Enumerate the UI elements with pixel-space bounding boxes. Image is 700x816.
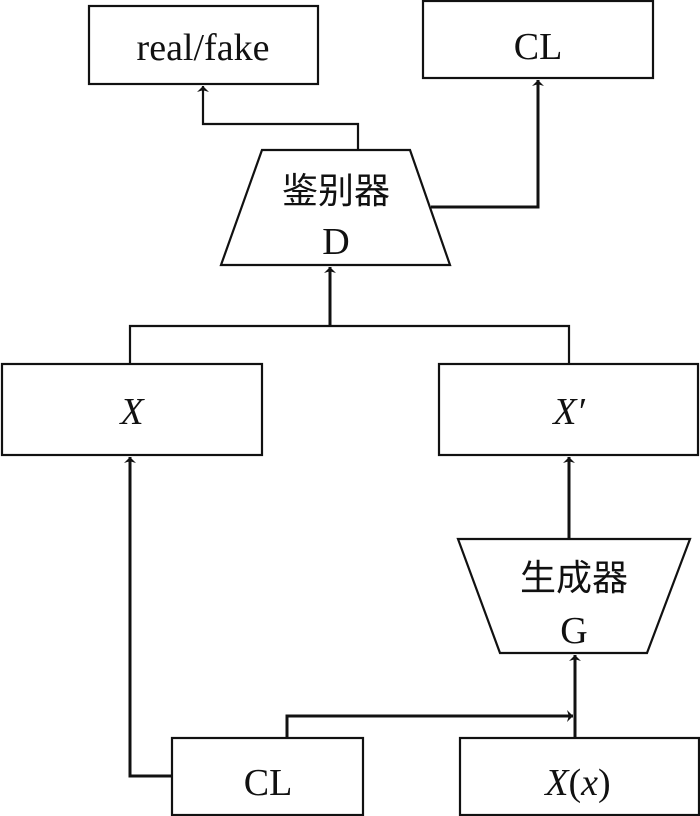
x-fake-label: X′ <box>551 391 585 433</box>
cl-condition-label: CL <box>244 762 293 804</box>
x-input-paren-close: ) <box>598 762 611 804</box>
edge-cl-to-generator <box>285 710 573 738</box>
x-fake-node: X′ <box>437 362 700 457</box>
x-input-box <box>458 736 700 816</box>
generator-shape <box>456 537 692 655</box>
generator-node: 生成器 G <box>456 537 692 655</box>
x-real-node: X <box>0 362 264 457</box>
x-real-label: X <box>118 391 145 433</box>
x-input-main: X <box>543 762 570 804</box>
x-input-paren-open: ( <box>569 762 582 804</box>
real-fake-box <box>87 4 320 86</box>
edge-cl-to-x-real <box>124 457 172 778</box>
generator-cn-label: 生成器 <box>520 558 628 599</box>
discriminator-en-label: D <box>322 221 349 263</box>
real-fake-node: real/fake <box>87 4 320 86</box>
real-fake-label: real/fake <box>137 27 270 69</box>
cl-output-label: CL <box>514 26 563 68</box>
x-input-label: X(x) <box>543 762 610 804</box>
discriminator-cn-label: 鉴别器 <box>282 171 390 212</box>
discriminator-shape <box>219 148 452 267</box>
cl-output-node: CL <box>421 0 655 80</box>
cl-condition-node: CL <box>170 736 365 816</box>
x-real-box <box>0 362 264 457</box>
x-input-var: x <box>580 762 598 804</box>
edge-x-pair-merge <box>128 324 571 364</box>
x-input-node: X(x) <box>458 736 700 816</box>
discriminator-node: 鉴别器 D <box>219 148 452 267</box>
x-fake-box <box>437 362 700 457</box>
generator-en-label: G <box>560 610 587 652</box>
edge-d-to-real-fake <box>197 86 360 150</box>
cl-condition-box <box>170 736 365 816</box>
cl-output-box <box>421 0 655 80</box>
edge-d-to-cl <box>431 80 544 209</box>
